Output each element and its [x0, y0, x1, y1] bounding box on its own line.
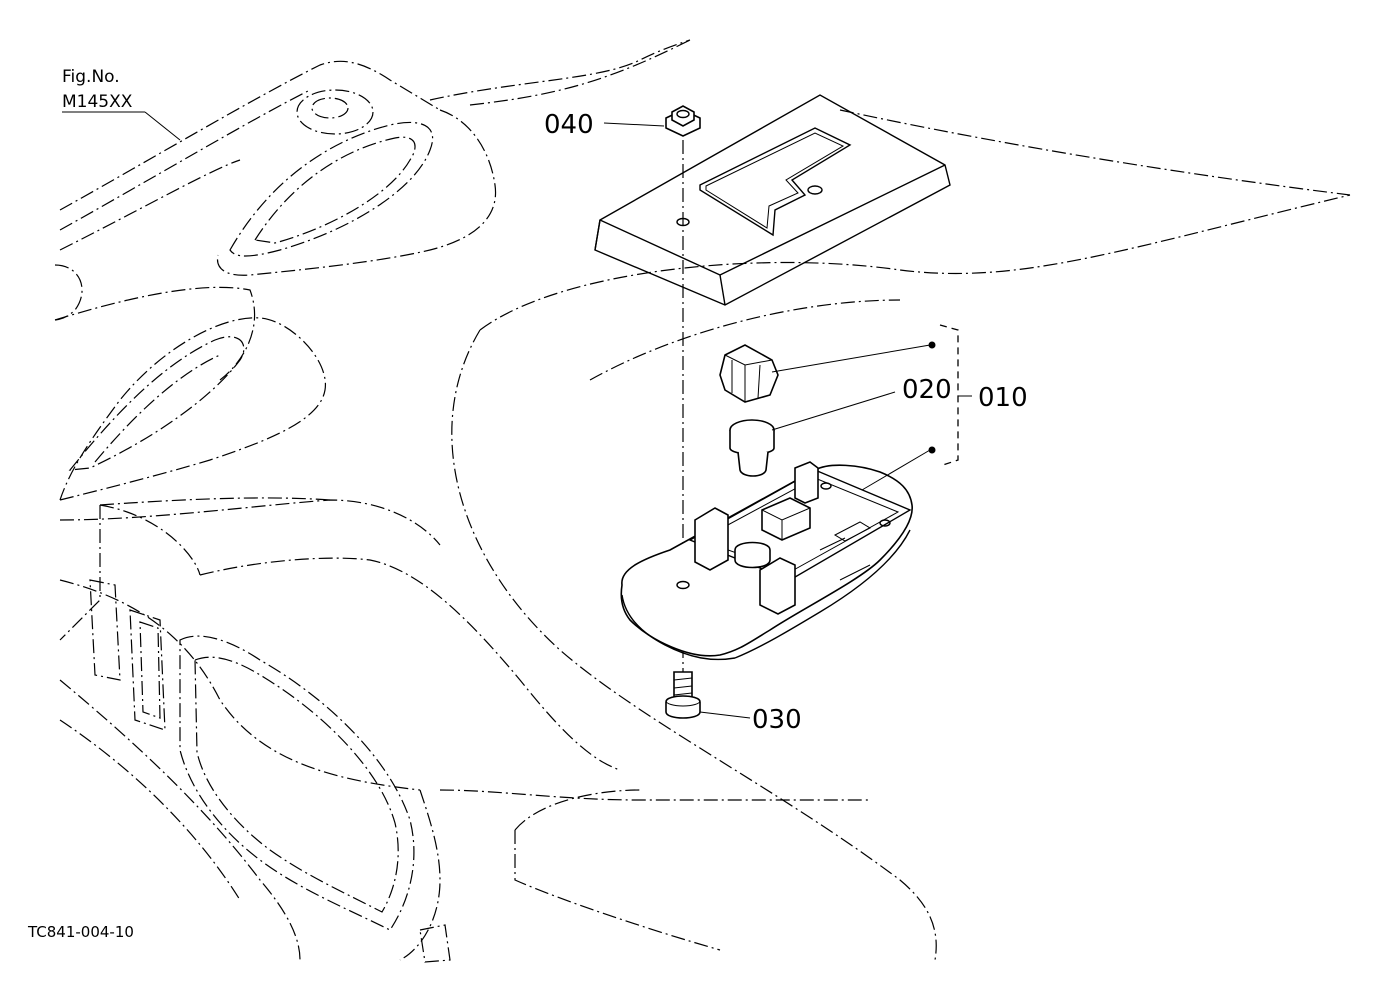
callout-010[interactable]: 010 — [978, 383, 1028, 413]
fig-no-value: M145XX — [62, 92, 133, 112]
roof-trim-panel — [594, 94, 951, 306]
part-010-lamp-housing[interactable] — [620, 461, 913, 661]
cab-phantom-outline — [54, 39, 1351, 963]
part-040-nut[interactable] — [665, 105, 701, 137]
part-010-lens-knob[interactable] — [719, 344, 779, 403]
callout-040[interactable]: 040 — [544, 110, 594, 140]
fig-no-label: Fig.No. — [62, 67, 120, 87]
callout-030[interactable]: 030 — [752, 705, 802, 735]
callout-020[interactable]: 020 — [902, 375, 952, 405]
part-030-screw[interactable] — [665, 671, 701, 719]
part-020-bulb[interactable] — [729, 419, 775, 477]
leader-lines — [62, 111, 972, 719]
drawing-code: TC841-004-10 — [27, 923, 134, 941]
